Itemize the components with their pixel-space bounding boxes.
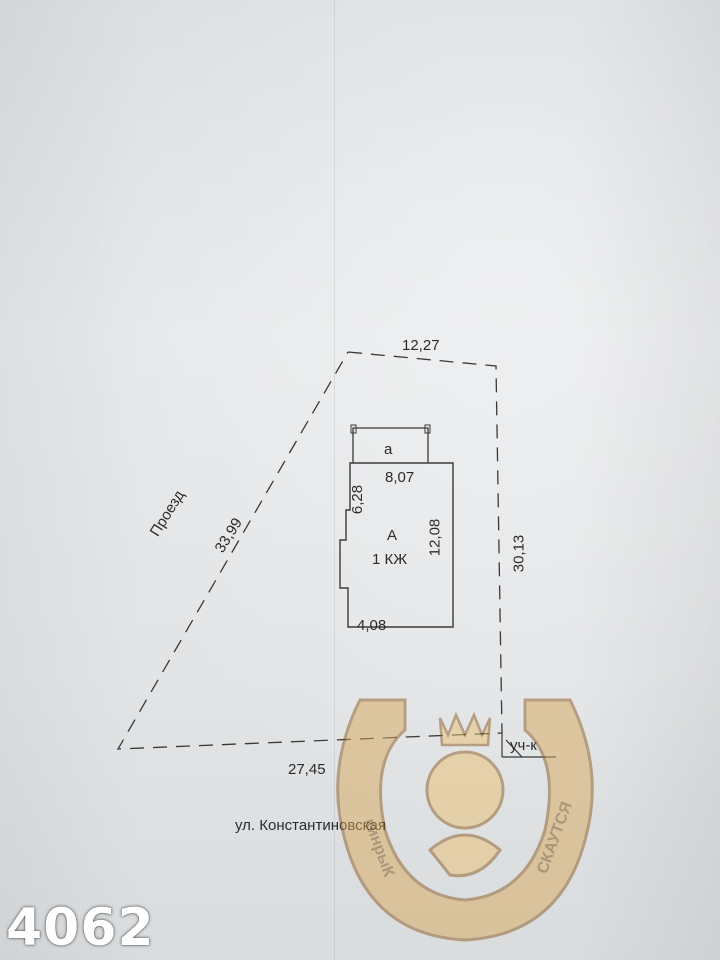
plot-marker-slash <box>505 739 523 758</box>
horseshoe-fish-icon <box>336 698 594 942</box>
annex-label: а <box>384 441 393 458</box>
house-outline <box>339 462 454 628</box>
bottom-side-length: 27,45 <box>288 761 326 778</box>
house-right-height: 12,08 <box>426 518 444 557</box>
house-letter: А <box>387 527 398 544</box>
plot-tag: уч-к <box>510 737 537 754</box>
watermark-logo: кинрыК СКАУТСЯ <box>330 690 600 950</box>
paper-fold-line <box>334 0 335 960</box>
annex-post-left <box>350 424 357 434</box>
house-type: 1 КЖ <box>372 551 408 568</box>
top-side-length: 12,27 <box>402 337 440 354</box>
house-top-width: 8,07 <box>385 469 415 486</box>
photo-number: 4062 <box>6 898 155 958</box>
right-side-length: 30,13 <box>510 534 528 573</box>
annex-post-right <box>424 424 431 434</box>
house-bottom-width: 4,08 <box>357 617 387 634</box>
house-left-height: 6,28 <box>349 484 367 515</box>
annex-outline <box>352 427 429 463</box>
